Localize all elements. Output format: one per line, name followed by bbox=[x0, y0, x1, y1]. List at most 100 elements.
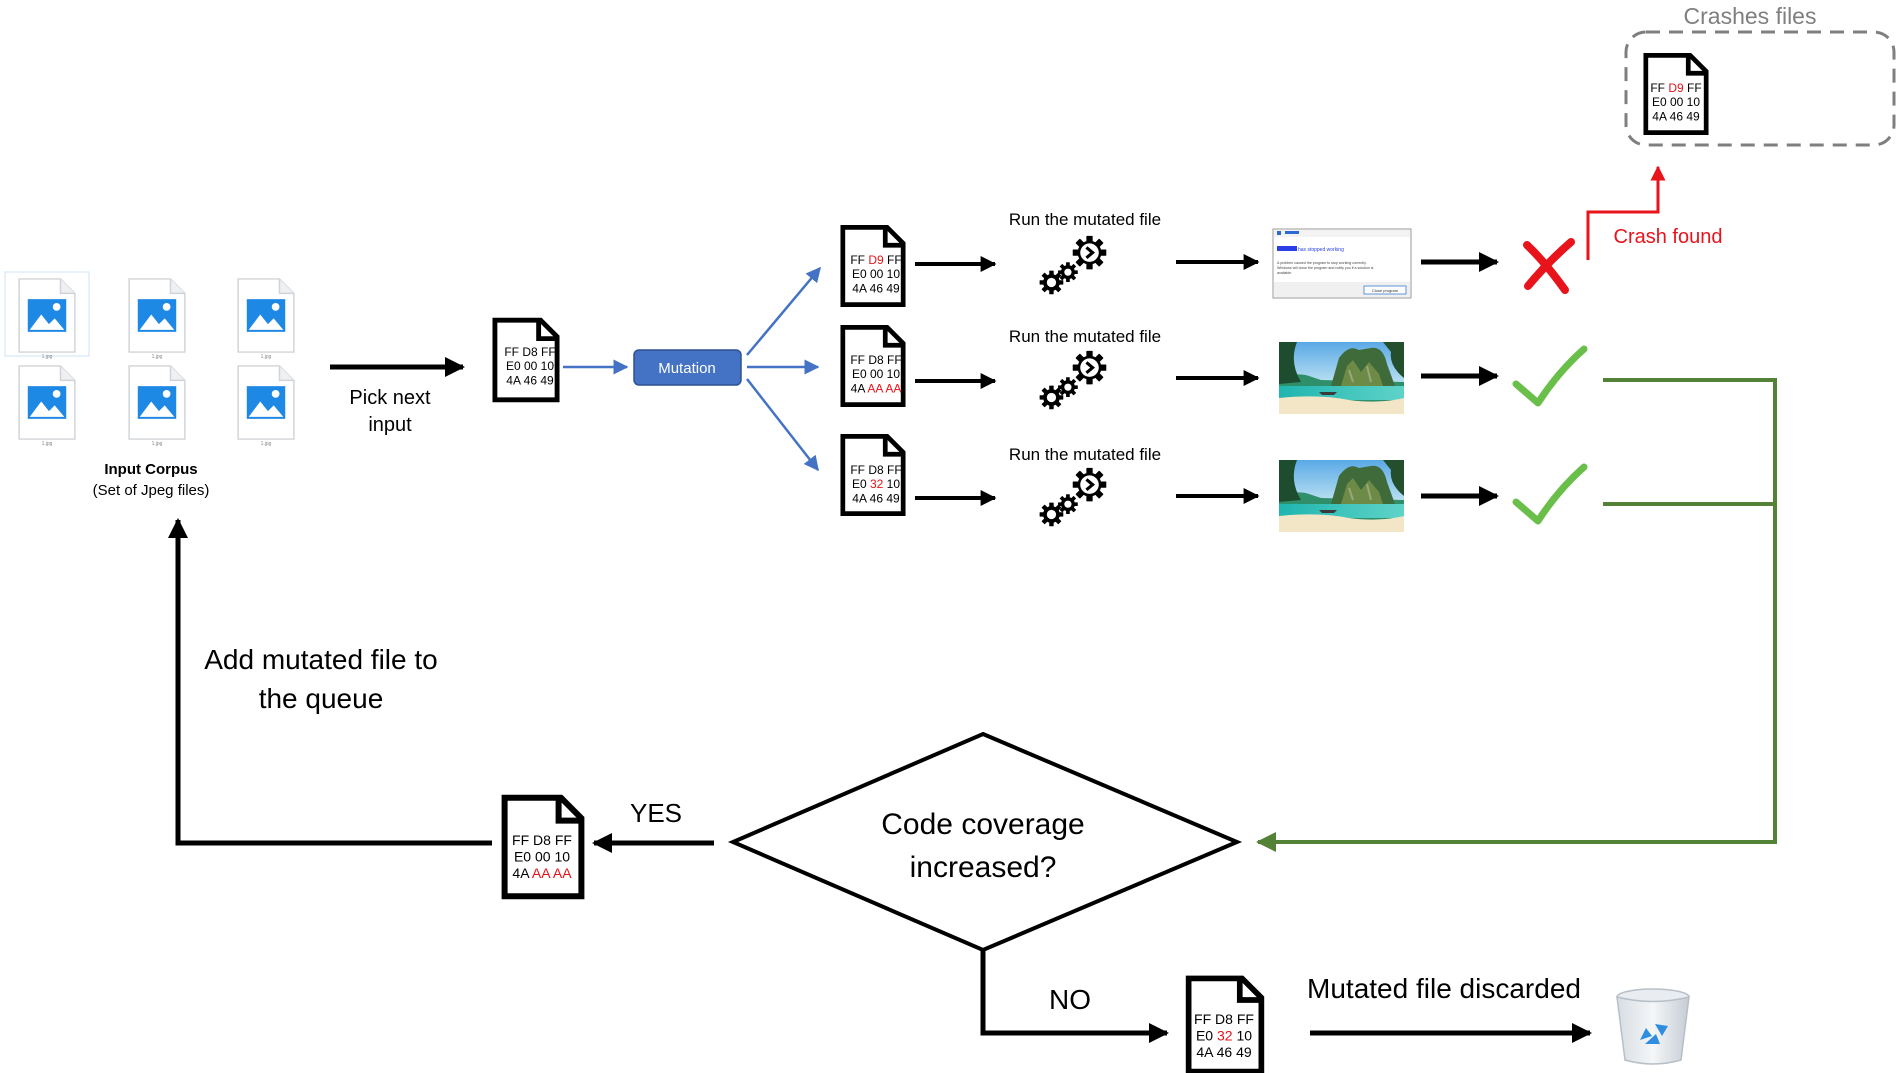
hex-byte: E0 bbox=[852, 477, 870, 491]
landscape-image bbox=[1279, 342, 1404, 414]
decision-line1: Code coverage bbox=[881, 808, 1084, 841]
mutation-box: Mutation bbox=[633, 349, 742, 386]
hex-mutated-byte: AA AA bbox=[532, 865, 572, 881]
yes-label: YES bbox=[630, 798, 682, 828]
hex-byte: 4A 46 49 bbox=[852, 491, 900, 505]
image-file-icon bbox=[18, 278, 76, 353]
arrow-no bbox=[980, 950, 1169, 1043]
gears-icon bbox=[1040, 468, 1107, 526]
run-label: Run the mutated file bbox=[1009, 210, 1161, 229]
dialog-body-line3: available. bbox=[1277, 271, 1292, 275]
image-file-icon bbox=[128, 278, 186, 353]
arrow-add-to-queue bbox=[168, 518, 492, 846]
pick-label-line2: input bbox=[368, 414, 412, 436]
mutation-label: Mutation bbox=[658, 360, 716, 377]
recycle-bin-icon bbox=[1616, 988, 1690, 1065]
dialog-button: Close program bbox=[1372, 288, 1399, 293]
hex-byte: 10 bbox=[883, 477, 900, 491]
hex-mutated-byte: D9 bbox=[1668, 81, 1684, 95]
gears-icon bbox=[1040, 236, 1107, 294]
gears-icon bbox=[1040, 351, 1107, 409]
hex-byte: 4A 46 49 bbox=[1652, 109, 1700, 123]
decision-diamond: Code coverage increased? bbox=[727, 731, 1243, 953]
hex-mutated-byte: 32 bbox=[1217, 1028, 1233, 1044]
hex-byte: 4A 46 49 bbox=[506, 373, 554, 387]
hex-byte: 10 bbox=[1233, 1028, 1253, 1044]
hex-byte: FF D8 FF bbox=[1194, 1011, 1254, 1027]
hex-byte: FF bbox=[884, 253, 902, 267]
hex-byte: 4A bbox=[512, 865, 531, 881]
hex-byte: 4A 46 49 bbox=[1196, 1044, 1251, 1060]
hex-byte: E0 00 10 bbox=[514, 849, 570, 865]
thumb-caption: 1.jpg bbox=[42, 441, 53, 447]
error-dialog: has stopped working A problem caused the… bbox=[1272, 228, 1412, 299]
image-file-icon bbox=[128, 365, 186, 440]
arrow-mutation-bottom bbox=[746, 378, 819, 472]
add-queue-line1: Add mutated file to bbox=[204, 644, 437, 675]
crash-found-label: Crash found bbox=[1614, 226, 1723, 248]
hex-mutated-byte: D9 bbox=[868, 253, 884, 267]
arrow-mutation-top bbox=[746, 266, 821, 356]
pick-label-line1: Pick next bbox=[349, 387, 431, 409]
hex-mutated-byte: AA AA bbox=[867, 381, 901, 395]
run-label: Run the mutated file bbox=[1009, 327, 1161, 346]
crashes-title: Crashes files bbox=[1684, 3, 1817, 29]
thumb-caption: 1.jpg bbox=[152, 441, 163, 447]
thumb-caption: 1.jpg bbox=[42, 354, 53, 360]
corpus-selection-box bbox=[4, 271, 90, 357]
discarded-label: Mutated file discarded bbox=[1307, 973, 1581, 1004]
hex-byte: E0 00 10 bbox=[1652, 95, 1700, 109]
decision-line2: increased? bbox=[910, 851, 1057, 884]
hex-byte: FF bbox=[1650, 81, 1668, 95]
hex-byte: FF D8 FF bbox=[512, 832, 572, 848]
check-icon bbox=[1512, 463, 1588, 525]
hex-byte: FF D8 FF bbox=[850, 353, 901, 367]
hex-mutated-byte: 32 bbox=[870, 477, 884, 491]
landscape-image bbox=[1279, 460, 1404, 532]
hex-byte: E0 bbox=[1196, 1028, 1217, 1044]
image-file-icon bbox=[18, 365, 76, 440]
thumb-caption: 1.jpg bbox=[261, 354, 272, 360]
dialog-body-line2: Windows will close the program and notif… bbox=[1277, 266, 1374, 270]
hex-byte: FF D8 FF bbox=[504, 345, 555, 359]
corpus-subtitle: (Set of Jpeg files) bbox=[93, 482, 210, 499]
run-label: Run the mutated file bbox=[1009, 445, 1161, 464]
add-queue-line2: the queue bbox=[259, 683, 384, 714]
hex-byte: 4A 46 49 bbox=[852, 281, 900, 295]
dialog-body-line1: A problem caused the program to stop wor… bbox=[1277, 261, 1367, 265]
hex-byte: E0 00 10 bbox=[852, 367, 900, 381]
corpus-title: Input Corpus bbox=[104, 461, 197, 478]
image-file-icon bbox=[237, 365, 295, 440]
arrow-coverage-feedback bbox=[1256, 378, 1777, 852]
cross-icon bbox=[1523, 238, 1575, 294]
hex-byte: E0 00 10 bbox=[852, 267, 900, 281]
dialog-title: has stopped working bbox=[1298, 247, 1344, 253]
arrow-crash-found bbox=[1586, 165, 1666, 260]
hex-byte: E0 00 10 bbox=[506, 359, 554, 373]
hex-byte: FF bbox=[850, 253, 868, 267]
input-corpus: 1.jpg 1.jpg 1.jpg 1.jpg 1.jpg 1.jpg Inpu… bbox=[4, 271, 295, 499]
image-file-icon bbox=[237, 278, 295, 353]
hex-byte: 4A bbox=[851, 381, 868, 395]
thumb-caption: 1.jpg bbox=[152, 354, 163, 360]
thumb-caption: 1.jpg bbox=[261, 441, 272, 447]
